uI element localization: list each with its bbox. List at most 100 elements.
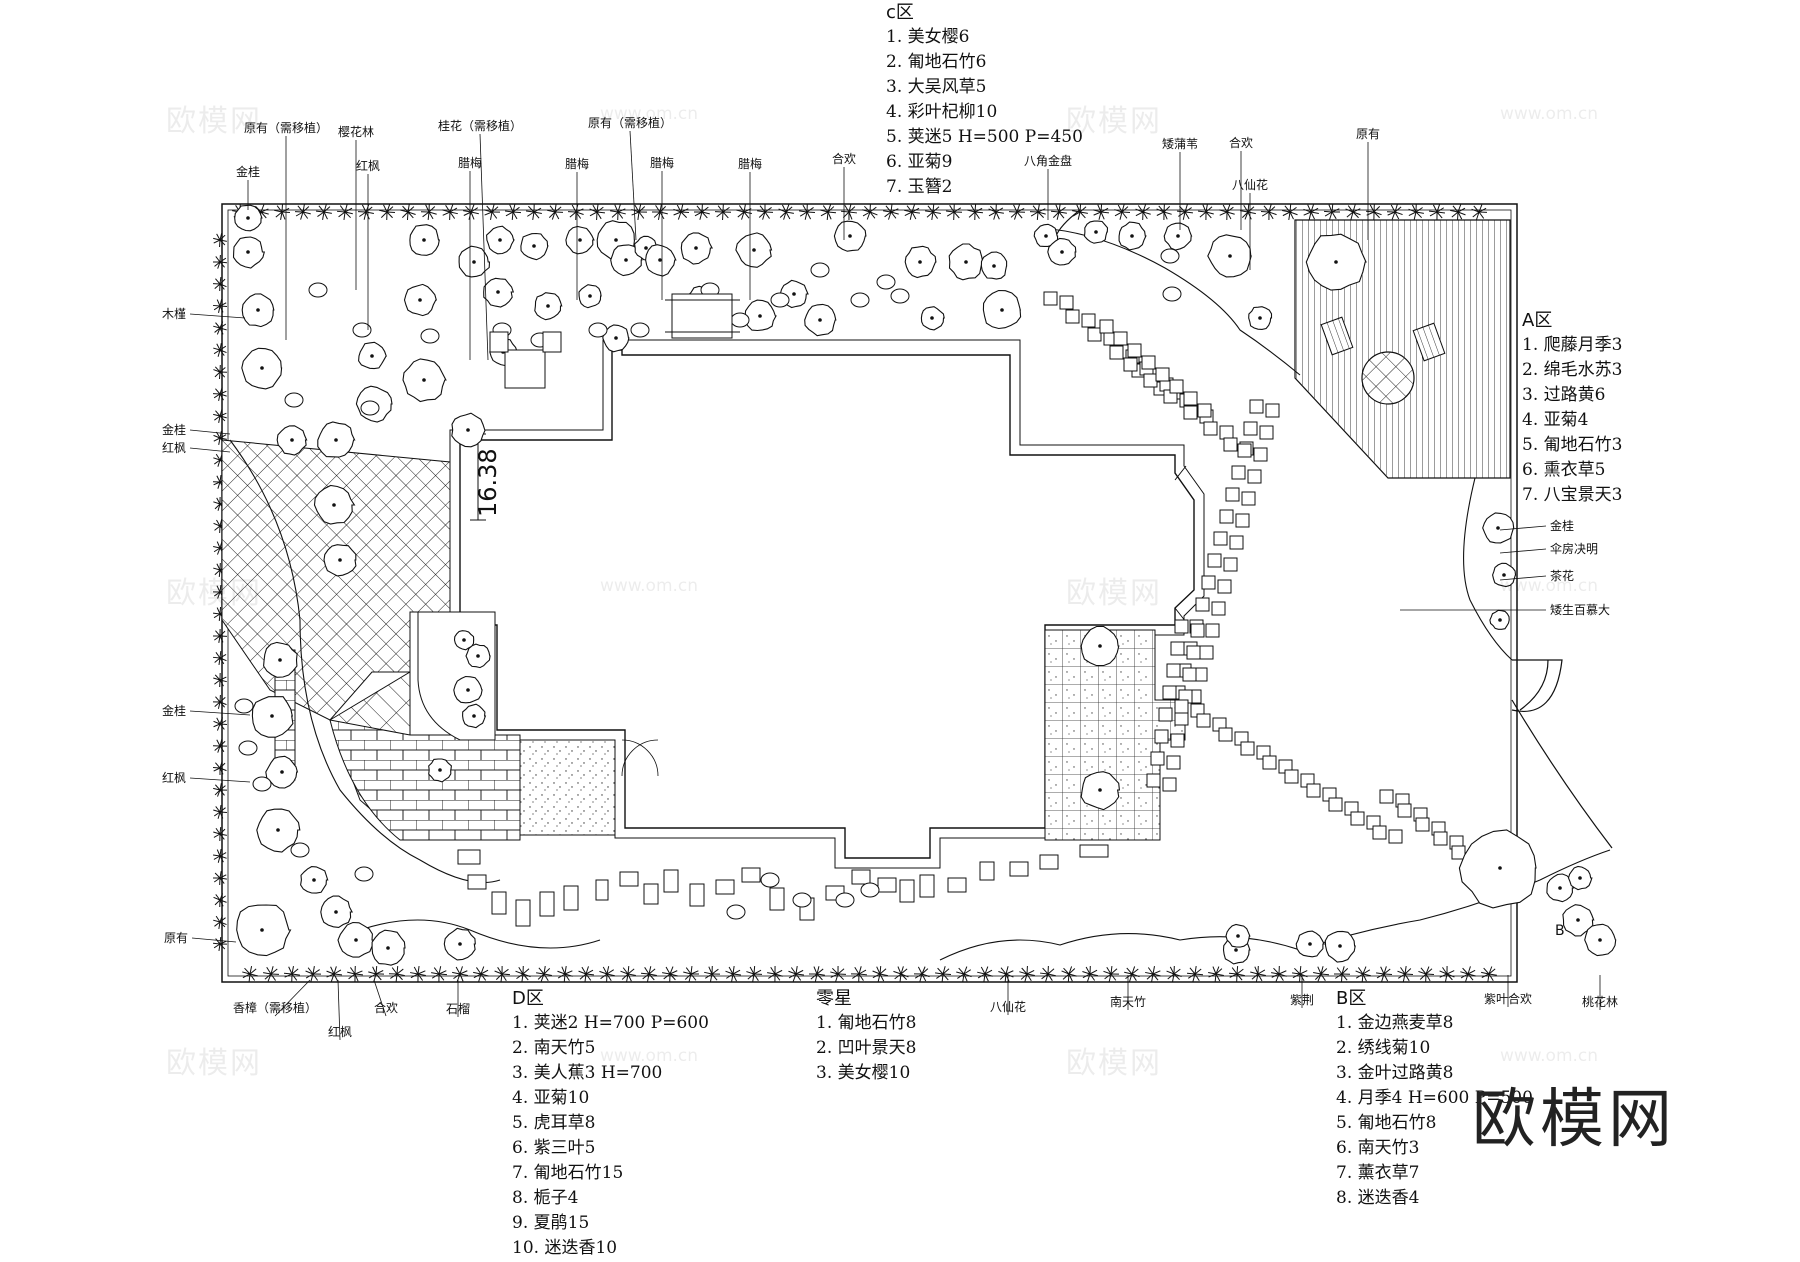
hedge-plant [213, 893, 227, 908]
tree-symbol [256, 808, 301, 853]
tree-symbol [276, 425, 308, 456]
hedge-plant [1186, 966, 1204, 982]
stepping-stone [1154, 729, 1169, 744]
stepping-stone [1451, 845, 1466, 860]
hedge-plant [1029, 204, 1046, 221]
watermark-url: www.om.cn [1500, 1046, 1599, 1066]
stepping-stone [1143, 373, 1158, 388]
hedge-plant [1450, 204, 1466, 221]
leader-line [189, 777, 251, 783]
hedge-plant [484, 204, 501, 220]
stepping-stone [1199, 645, 1214, 660]
hedge-plant [599, 966, 615, 983]
plant-label: 金桂 [162, 703, 186, 718]
stepping-stone [1146, 773, 1161, 788]
tree-symbol [1225, 923, 1251, 948]
hedge-plant [1333, 966, 1351, 983]
tree-symbol [534, 292, 563, 321]
tree-symbol [232, 236, 266, 269]
legend-item: 3. 大吴风草5 [886, 77, 987, 97]
plant-label: 伞房决明 [1550, 541, 1598, 556]
brick-paving [329, 719, 616, 841]
legend-item: 3. 过路黄6 [1522, 385, 1606, 405]
hedge-plant [536, 966, 552, 982]
hedge-plant [1292, 965, 1308, 983]
tree-symbol [1295, 930, 1325, 958]
plant-label: 红枫 [328, 1024, 352, 1039]
hedge-plant [631, 204, 648, 220]
plant-label: 腊梅 [738, 156, 762, 171]
hedge-plant [400, 204, 416, 221]
paver [899, 879, 915, 903]
hedge-plant [850, 966, 868, 983]
tree-symbol [1080, 771, 1121, 811]
leader-line [1499, 548, 1547, 554]
tree-symbol [680, 232, 714, 265]
stepping-stone [1170, 641, 1185, 656]
stepping-stone [1166, 755, 1181, 770]
hedge-plant [1114, 204, 1131, 220]
legend-item: 3. 美人蕉3 H=700 [512, 1063, 663, 1083]
legend-zone-b: B区 1. 金边燕麦草8 2. 绣线菊10 3. 金叶过路黄8 4. 月季4 H… [1336, 986, 1533, 1211]
tree-symbols [232, 204, 1617, 966]
hedge-plant [213, 804, 228, 819]
legend-item: 2. 凹叶景天8 [816, 1038, 917, 1058]
hedge-plant [504, 204, 522, 221]
legend-title: A区 [1522, 310, 1553, 331]
tree-symbol [371, 929, 406, 966]
hedge-plant [213, 409, 227, 423]
plant-label: 金桂 [236, 164, 260, 179]
stepping-stone [1372, 825, 1387, 840]
hedge-plant [767, 965, 783, 983]
hedge-plant [212, 694, 227, 709]
tree-symbol [980, 251, 1008, 280]
hedge-plant [840, 204, 858, 221]
paver [663, 869, 679, 893]
leader-line [373, 979, 387, 1017]
hedge-plant [1250, 965, 1266, 982]
hedge-plant [1365, 203, 1382, 221]
stepping-stone [1150, 751, 1165, 766]
legend-item: 4. 彩叶杞柳10 [886, 102, 998, 122]
stepping-stone [1241, 491, 1256, 506]
stepping-stone [1211, 601, 1226, 616]
legend-zone-a: A区 1. 爬藤月季3 2. 绵毛水苏3 3. 过路黄6 4. 亚菊4 5. 匍… [1522, 308, 1622, 508]
hedge-plant [1376, 966, 1393, 982]
stepping-stone [1182, 667, 1197, 682]
legend-item: 6. 亚菊9 [886, 152, 953, 172]
hedge-plant [326, 966, 343, 982]
stepping-stone [1306, 783, 1321, 798]
tree-symbol [982, 289, 1022, 330]
legend-list: 1. 荚迷2 H=700 P=600 2. 南天竹5 3. 美人蕉3 H=700… [512, 1011, 709, 1261]
paver [851, 869, 871, 885]
paver [979, 861, 995, 881]
tree-symbol [323, 544, 357, 577]
paver [595, 879, 609, 901]
hedge-plant [1135, 204, 1151, 221]
tree-symbol [1118, 221, 1147, 251]
hedge-plant [673, 204, 690, 220]
paver [769, 887, 785, 911]
stepping-stone [1081, 313, 1096, 328]
tree-symbol [265, 755, 299, 789]
hedge-plant [820, 204, 837, 221]
hedge-plant [1093, 203, 1110, 220]
legend-item: 4. 亚菊10 [512, 1088, 590, 1108]
stepping-stone [1203, 421, 1218, 436]
hedge-plant [578, 966, 595, 982]
legend-list: 1. 美女樱6 2. 匍地石竹6 3. 大吴风草5 4. 彩叶杞柳10 5. 荚… [886, 25, 1083, 200]
stepping-stone [1059, 295, 1074, 310]
legend-item: 3. 美女樱10 [816, 1063, 911, 1083]
hedge-plant [725, 966, 741, 982]
hedge-plant [757, 203, 774, 220]
hedge-plant [547, 204, 564, 220]
legend-item: 5. 匍地石竹3 [1522, 435, 1623, 455]
hedge-plant [651, 204, 668, 220]
plant-label: 八仙花 [990, 999, 1026, 1014]
legend-item: 1. 匍地石竹8 [816, 1013, 917, 1033]
plant-label: 樱花林 [338, 124, 374, 139]
hedge-plant [1008, 204, 1026, 220]
stepping-stone [1219, 425, 1234, 440]
plant-label: 紫荆 [1290, 993, 1314, 1007]
tree-symbol [1305, 233, 1367, 291]
